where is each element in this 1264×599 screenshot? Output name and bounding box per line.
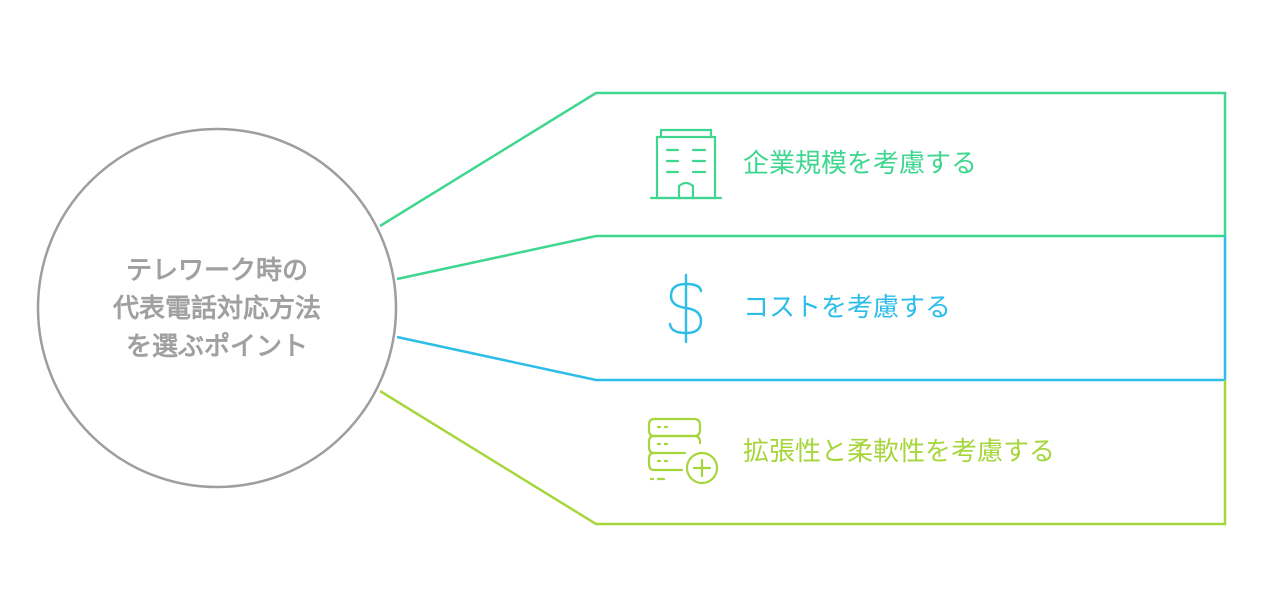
branch-2: コストを考慮する bbox=[396, 236, 1227, 382]
hub-line-3: を選ぶポイント bbox=[126, 331, 308, 362]
branch-3-connector bbox=[379, 380, 1227, 526]
office-building-icon bbox=[649, 128, 723, 200]
hub: テレワーク時の 代表電話対応方法 を選ぶポイント bbox=[36, 127, 398, 489]
hub-circle bbox=[36, 127, 398, 489]
branch-2-label: コストを考慮する bbox=[743, 293, 951, 323]
branch-2-connector bbox=[396, 236, 1227, 382]
dollar-sign-icon bbox=[668, 273, 703, 344]
branch-1: 企業規模を考慮する bbox=[379, 91, 1227, 281]
branch-3-label: 拡張性と柔軟性を考慮する bbox=[743, 437, 1055, 467]
branch-1-label: 企業規模を考慮する bbox=[743, 149, 977, 179]
branch-3: 拡張性と柔軟性を考慮する bbox=[379, 380, 1227, 526]
server-add-icon bbox=[647, 417, 719, 485]
hub-line-2: 代表電話対応方法 bbox=[112, 293, 321, 324]
hub-line-1: テレワーク時の bbox=[126, 256, 308, 286]
branch-1-connector bbox=[379, 91, 1227, 281]
